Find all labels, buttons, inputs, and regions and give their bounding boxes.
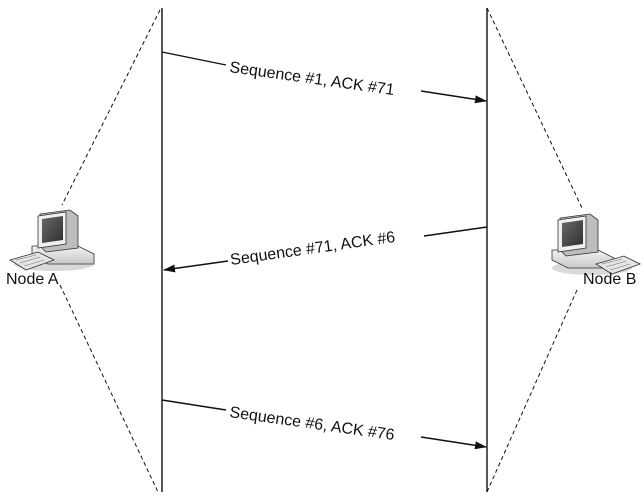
node-b-dashed-lower xyxy=(486,289,578,493)
node-b-label: Node B xyxy=(583,271,637,288)
node-b-dashed-upper xyxy=(486,7,584,211)
message-2: Sequence #71, ACK #6 xyxy=(163,226,488,273)
message-1-arrow xyxy=(420,90,487,104)
message-3: Sequence #6, ACK #76 xyxy=(161,399,487,450)
node-a-label: Node A xyxy=(6,271,59,288)
node-b-computer-icon xyxy=(551,213,642,275)
message-2-line-start xyxy=(423,226,488,237)
node-a-dashed-lower xyxy=(59,284,159,493)
message-3-label: Sequence #6, ACK #76 xyxy=(228,404,395,444)
message-2-arrow xyxy=(163,260,229,273)
node-a-computer-icon xyxy=(9,209,95,271)
message-3-line-start xyxy=(161,399,227,411)
node-a-sight-lines xyxy=(59,9,161,493)
message-3-arrow xyxy=(420,436,487,450)
node-a-dashed-upper xyxy=(61,9,161,206)
message-1-line-start xyxy=(161,51,227,66)
message-2-label: Sequence #71, ACK #6 xyxy=(229,229,396,269)
node-b-sight-lines xyxy=(486,7,584,493)
message-1: Sequence #1, ACK #71 xyxy=(161,51,487,104)
message-1-label: Sequence #1, ACK #71 xyxy=(228,59,395,99)
